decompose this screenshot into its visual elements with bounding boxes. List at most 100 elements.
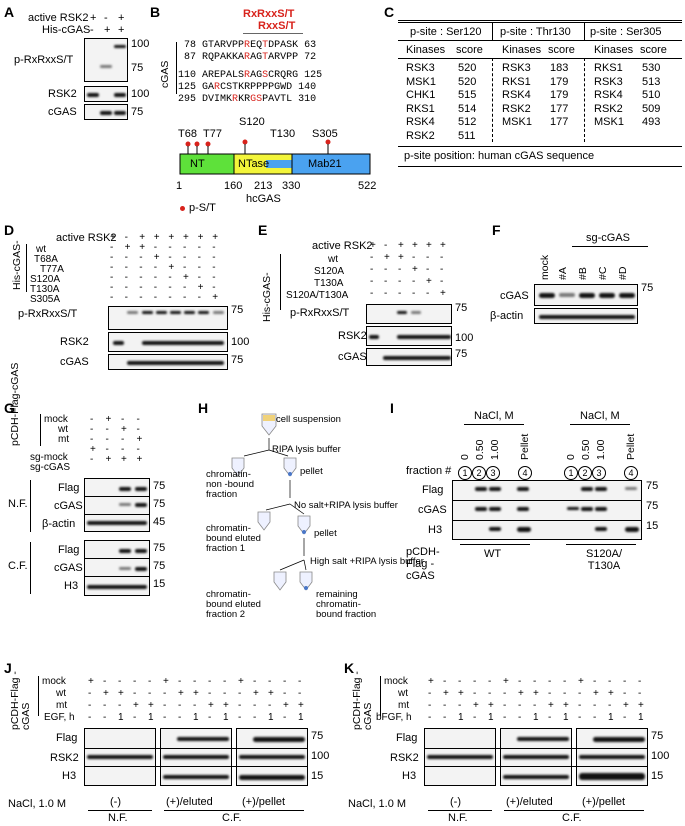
row-label: mock [42, 676, 66, 687]
construct-label: pCDH-Flag -cGAS [406, 546, 440, 582]
mw-marker: 75 [641, 282, 654, 294]
row-label: S120A [314, 266, 345, 277]
flow-step: cell suspension [276, 414, 341, 425]
sign: - [88, 688, 92, 699]
lane-label: #C [597, 266, 609, 280]
sign: + [370, 240, 376, 251]
sign: + [104, 24, 111, 36]
sign: 1 [458, 712, 464, 723]
sign: + [212, 232, 219, 243]
kinase-score: 183 [550, 62, 569, 74]
sign: - [153, 272, 158, 283]
sign: - [103, 676, 107, 687]
sign: 1 [533, 712, 539, 723]
sign: + [412, 264, 418, 275]
sign: - [623, 712, 627, 723]
blot-eluted [160, 728, 232, 786]
column-header: p-site : Ser305 [590, 26, 662, 38]
sign: + [298, 700, 304, 711]
row-label: active RSK2 [312, 240, 373, 252]
panel-label-i: I [390, 400, 394, 416]
blot-label: cGAS [60, 356, 89, 368]
sign: + [426, 276, 432, 287]
blot-rsk2 [108, 332, 228, 352]
blot-label: p-RxRxxS/T [290, 307, 350, 319]
sign: + [139, 232, 146, 243]
sign: - [623, 688, 627, 699]
kinase-name: MSK1 [406, 75, 436, 88]
row-label: wt [398, 688, 408, 699]
sign: + [133, 700, 139, 711]
sign: - [283, 712, 287, 723]
kinase-name: RSK4 [594, 89, 623, 101]
row-label: T130A [30, 284, 60, 295]
mw-marker: 15 [646, 520, 659, 532]
sign: - [193, 700, 197, 711]
sign: - [136, 444, 140, 455]
sign: - [638, 688, 642, 699]
sign: 1 [298, 712, 304, 723]
mw-marker: 75 [153, 560, 166, 572]
sign: - [178, 676, 182, 687]
sign: - [90, 454, 94, 465]
sign: + [136, 434, 143, 445]
nacl-label: NaCl, 1.0 M [348, 798, 407, 810]
motif-label: RxxS/T [258, 20, 296, 32]
sign: + [593, 688, 599, 699]
blot-pellet [236, 728, 308, 786]
sign: - [473, 688, 477, 699]
sign: - [398, 288, 402, 299]
group-label: (+)/pellet [242, 796, 286, 808]
sign: - [121, 444, 125, 455]
kinase-name: RKS1 [406, 102, 435, 115]
blot-rsk2 [366, 326, 452, 346]
group-label: (+)/pellet [582, 796, 626, 808]
sign: - [488, 676, 492, 687]
sign: - [384, 288, 388, 299]
sign: - [124, 292, 128, 303]
kinase-score: 509 [642, 102, 661, 115]
sign: + [548, 700, 554, 711]
sign: - [208, 676, 212, 687]
table-note: p-site position: human cGAS sequence [404, 150, 595, 162]
sign: - [105, 424, 109, 435]
sign: - [563, 676, 567, 687]
blot-label: RSK2 [338, 330, 367, 342]
blot-phospho [108, 306, 228, 330]
sign: - [118, 700, 122, 711]
pos-label: 160 [224, 180, 243, 192]
row-label: T68A [34, 254, 58, 265]
kinase-name: RSK2 [502, 102, 531, 115]
fraction-label: N.F. [108, 812, 128, 824]
sign: 1 [638, 712, 644, 723]
sign: - [121, 414, 125, 425]
kinase-score: 513 [642, 75, 661, 88]
flow-step: chromatin-bound eluted fraction 2 [206, 589, 261, 620]
sign: + [426, 240, 432, 251]
mw-marker: 75 [646, 480, 659, 492]
kinase-score: 511 [458, 129, 476, 142]
domain-diagram [179, 139, 371, 175]
blot-label: cGAS [418, 504, 447, 516]
sign: - [105, 444, 109, 455]
sign: - [268, 700, 272, 711]
sign: - [110, 242, 114, 253]
kinase-name: RKS1 [502, 75, 531, 88]
row-label: mt [398, 700, 410, 711]
blot-nf [424, 728, 496, 786]
sign: + [139, 242, 146, 253]
sign: - [153, 242, 158, 253]
sign: + [412, 240, 418, 251]
sign: - [88, 712, 92, 723]
sign: + [238, 676, 244, 687]
sign: + [503, 676, 509, 687]
kinase-score: 520 [458, 62, 477, 74]
sign: - [153, 292, 158, 303]
blot-label: cGAS [48, 106, 77, 118]
sign: - [90, 414, 94, 425]
lane-label: Pellet [519, 433, 531, 460]
mw-marker: 100 [131, 38, 150, 50]
mw-marker: 75 [455, 302, 468, 314]
blot-label: H3 [428, 524, 443, 536]
blot-label: p-RxRxxS/T [18, 308, 78, 320]
